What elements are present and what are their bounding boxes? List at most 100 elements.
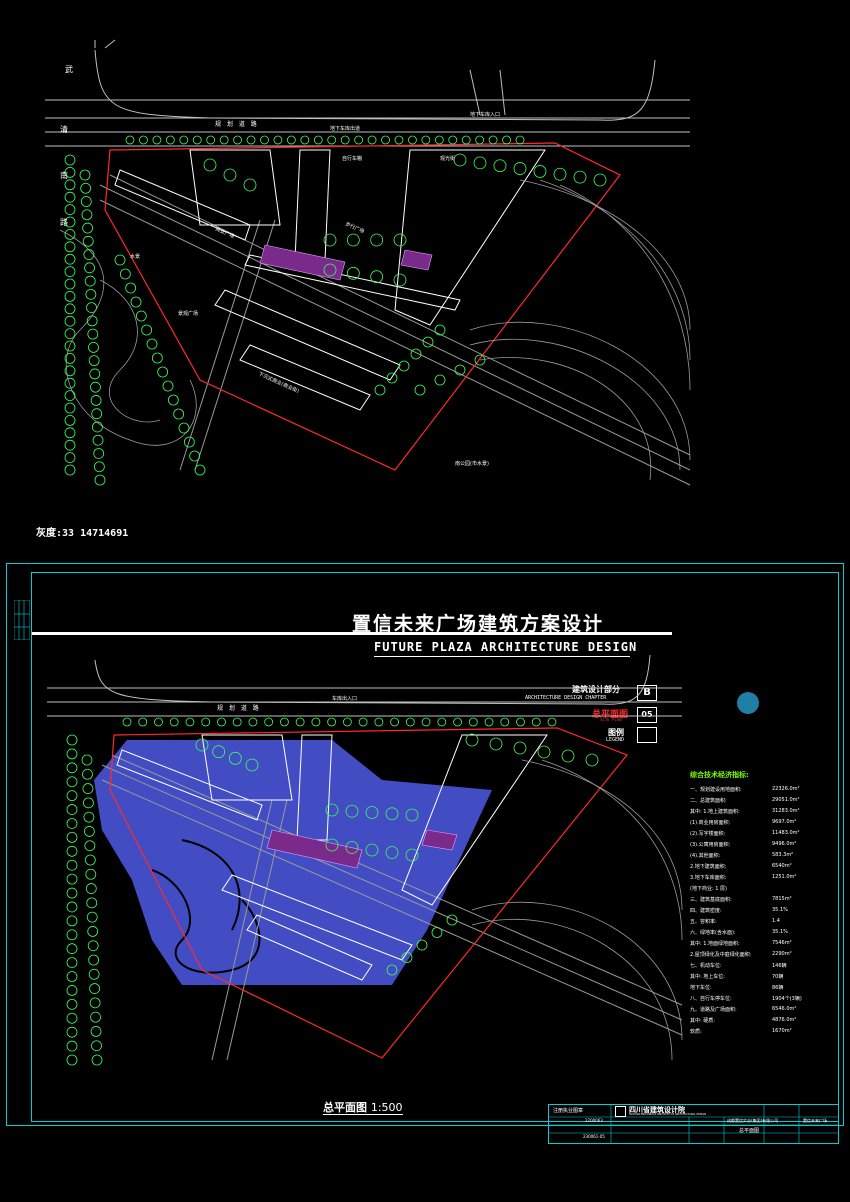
tree-symbol [66,776,78,788]
stats-row: 八、自行车停车位:1904个(3辆) [690,995,830,1002]
tree-symbol [515,135,525,145]
stats-row: 九、道路及广场面积:6546.0m² [690,1006,830,1013]
tree-symbol [64,204,76,216]
tree-symbol [453,153,467,167]
tree-symbol [185,717,195,727]
tree-symbol [367,135,377,145]
tree-symbol [66,831,78,843]
tree-symbol [64,365,76,377]
stats-row-value: 29051.0m² [772,797,800,803]
tree-symbol [260,135,269,145]
tree-symbol [81,209,93,221]
stats-row-label: 其中: 1.地面绿地面积: [690,941,740,947]
tree-symbol [86,897,98,909]
tree-symbol [431,927,443,938]
bottom-site-plan: 规 划 道 路 车库出入口 [32,640,692,1070]
tree-symbol [421,717,431,727]
tree-symbol [151,352,163,364]
stats-row: 一、规划建设用地面积:22326.0m² [690,786,830,793]
top-entrance-label: 地下车库入口 [470,111,500,118]
bottom-site-boundary [109,727,628,1059]
top-road-label: 规 划 道 路 [215,120,259,128]
stats-row-value: 9496.0m² [772,841,797,847]
top-park-label: 南公园(市水景) [455,460,489,467]
tree-symbol [408,135,417,145]
tree-symbol [346,233,360,247]
tree-symbol [119,268,131,280]
stats-row-label: 四、建筑密度: [690,908,722,914]
tree-symbol [90,1026,102,1037]
tree-symbol [64,390,76,402]
tree-symbol [64,303,76,315]
tree-symbol [173,408,185,420]
tree-symbol [365,806,379,819]
tree-symbol [493,159,507,173]
tree-symbol [66,985,78,996]
stats-row: 七、机动车位:146辆 [690,962,830,969]
tree-symbol [66,901,78,913]
stats-row: 六、绿地率(含水面):35.1% [690,929,830,936]
stats-row-label: (3).公寓用房面积: [690,842,731,848]
stats-row: 五、容积率:1.4 [690,918,830,925]
street-label-4: 路 [60,217,68,227]
top-diagonal-roads [99,174,691,486]
chapter-letter-box: B [637,685,657,701]
tree-symbol [85,868,97,880]
stats-row-value: 4876.0m² [772,1017,797,1023]
tree-symbol [385,846,399,859]
tree-symbol [141,324,153,336]
stats-row-value: 35.1% [772,929,788,935]
tree-symbol [91,1054,103,1066]
tree-symbol [86,911,98,923]
tree-symbol [422,336,434,348]
section-cn: 建筑设计部分 [572,685,620,694]
title-block-drawing-no: 230061-05 [583,1134,605,1139]
tree-symbol [516,717,525,727]
tree-symbol [323,233,337,247]
tree-symbol [66,845,78,857]
tree-symbol [93,448,105,459]
tree-symbol [345,804,359,818]
tree-symbol [393,273,407,287]
stats-row: 软质:1670m² [690,1028,830,1035]
plan-name-en: SITE PLAN [600,717,622,722]
tree-symbol [327,135,337,145]
stats-row-value: 7815m² [772,896,792,902]
binding-strip-svg [14,600,30,640]
stats-row-label: 其中: 地上车位: [690,974,725,980]
tree-symbol [89,997,101,1009]
binding-strip [14,600,30,640]
tree-symbol [66,887,78,899]
tree-symbol [64,154,76,166]
tree-symbol [405,848,419,862]
tree-symbol [421,135,431,145]
tree-symbol [84,262,95,274]
tree-symbol [286,135,296,145]
tree-symbol [66,943,78,955]
tree-symbol [393,233,407,247]
tree-symbol [64,315,76,327]
tree-symbol [500,717,510,727]
tree-symbol [82,222,94,234]
tree-symbol [66,873,78,885]
stats-row-label: (地下商业: 1 层) [690,886,727,892]
drawing-caption: 总平面图 1:500 [323,1099,403,1115]
tree-symbol [66,1054,78,1066]
stats-row: 2.屋顶绿化及中庭绿化面积:2290m² [690,951,830,958]
stats-row-label: (2).写字楼面积: [690,831,726,837]
tree-symbol [154,717,163,727]
title-block-project-no: 2200063 [585,1118,603,1123]
tree-symbol [130,296,142,308]
tree-symbol [66,998,78,1010]
tree-symbol [228,751,242,765]
title-block-institute: 四川省建筑设计院 [629,1106,685,1114]
tree-symbol [146,338,158,350]
tree-symbol [473,156,487,170]
tree-symbol [434,324,446,336]
tree-symbol [325,838,339,852]
drawing-sheet [6,563,844,1126]
tree-symbol [246,135,256,145]
tree-symbol [243,178,257,192]
tree-symbol [593,173,607,187]
tree-symbol [502,135,511,145]
